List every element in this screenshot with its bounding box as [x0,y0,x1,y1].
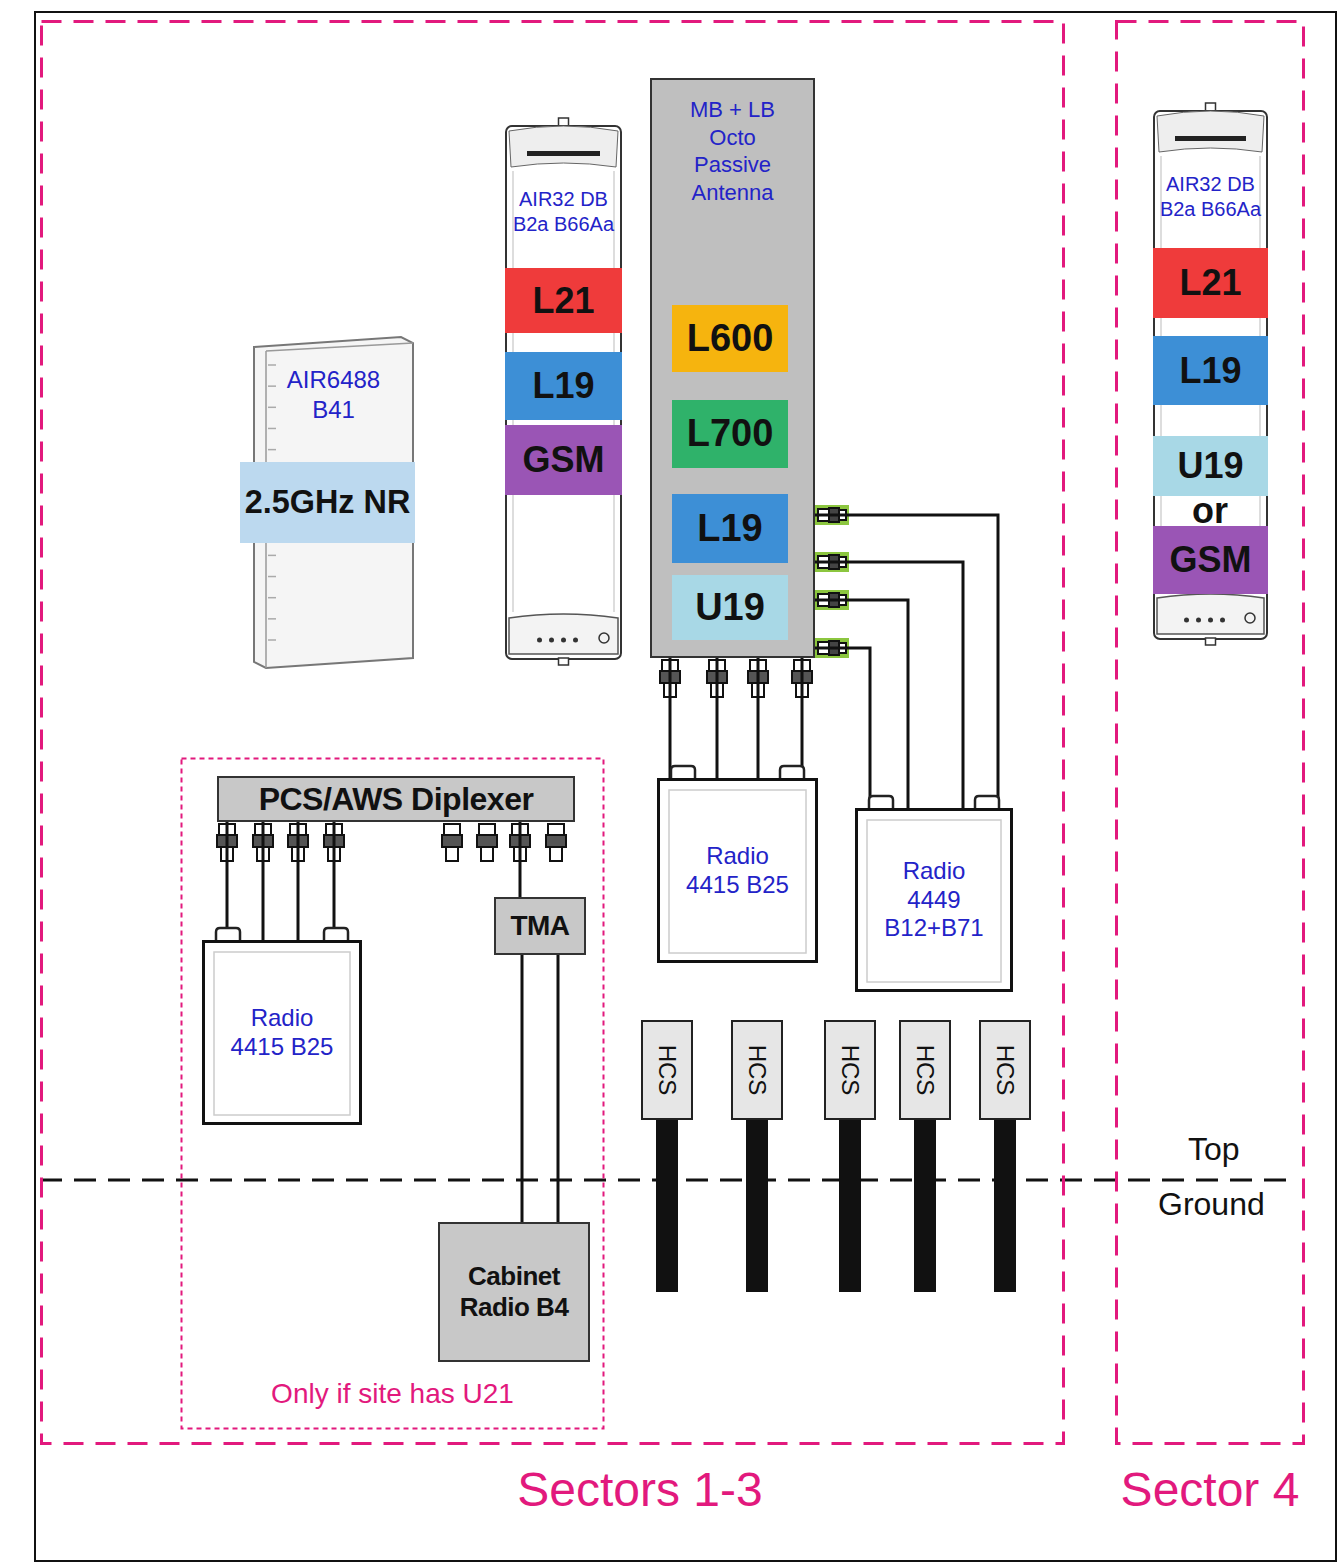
equipment-box-label: Cabinet Radio B4 [446,1261,582,1323]
cable-connector [716,658,719,778]
cable-connector [757,658,760,778]
sector-region-label: Sector 4 [1121,1462,1300,1517]
antenna-panel: AIR6488 B412.5GHz NR [252,335,415,670]
band-segment: L19 [505,352,622,420]
hcs-cable [914,1120,936,1292]
hcs-box: HCS [899,1020,951,1120]
cable-connector [815,600,908,808]
sector-region-label: Sectors 1-3 [517,1462,762,1517]
band-segment: L19 [1153,336,1268,405]
hcs-cable [656,1120,678,1292]
antenna-panel-label: AIR6488 B41 [274,365,394,425]
cable-connector [815,648,870,808]
hcs-box-label: HCS [653,1045,681,1096]
radio-unit: Radio 4449 B12+B71 [855,808,1013,992]
cable-connector [815,562,963,808]
alternative-label: or [1192,496,1228,526]
cable-connector [297,822,300,940]
band-segment: U19 [1153,436,1268,496]
cable-connector [519,822,522,897]
band-segment-label: L21 [1179,265,1241,300]
sector-region: Sectors 1-3AIR6488 B412.5GHz NRAIR32 DB … [40,20,1065,1445]
level-label: Top [1188,1131,1240,1168]
radio-unit: Radio 4415 B25 [657,778,818,963]
hcs-box: HCS [731,1020,783,1120]
hcs-box-label: HCS [911,1045,939,1096]
band-segment: GSM [1153,526,1268,594]
band-segment: L600 [672,305,788,372]
band-segment-label: GSM [522,442,604,477]
band-segment-label: L19 [697,510,762,547]
radio-unit-label: Radio 4449 B12+B71 [878,857,990,943]
hcs-box-label: HCS [836,1045,864,1096]
band-segment-label: L700 [687,415,774,452]
hcs-cable [839,1120,861,1292]
equipment-box: TMA [494,897,586,955]
port-connector [546,824,566,861]
antenna-panel-label: AIR32 DB B2a B66Aa [1156,172,1266,222]
cable-connector [801,658,804,778]
page-border [35,12,1336,1561]
antenna-panel: AIR32 DB B2a B66AaL21L19GSM [505,125,622,660]
hcs-cable [994,1120,1016,1292]
band-segment-label: U19 [1177,448,1243,483]
band-segment: 2.5GHz NR [240,462,415,543]
cable-connector [262,822,265,940]
cable-connector [815,515,998,808]
antenna-panel: AIR32 DB B2a B66AaL21L19U19GSM [1153,110,1268,640]
antenna-panel-label: AIR32 DB B2a B66Aa [509,187,619,237]
equipment-box-label: TMA [510,909,569,943]
port-connector [477,824,497,861]
port-connector [442,824,462,861]
band-segment-label: L19 [1179,353,1241,388]
band-segment-label: GSM [1169,542,1251,577]
antenna-panel: MB + LB Octo Passive AntennaL600L700L19U… [650,78,815,658]
band-segment: U19 [672,575,788,640]
hcs-cable [656,1120,1016,1292]
band-segment-label: U19 [695,589,765,626]
radio-unit-label: Radio 4415 B25 [682,842,794,900]
band-segment: L19 [672,494,788,563]
sector-region: Sector 4AIR32 DB B2a B66AaL21L19U19GSM [1115,20,1305,1445]
hcs-box: HCS [641,1020,693,1120]
band-segment-label: 2.5GHz NR [245,487,411,519]
band-segment: L700 [672,400,788,468]
hcs-box: HCS [824,1020,876,1120]
band-segment: GSM [505,425,622,495]
cable-connector [669,658,672,778]
cable-connector [226,822,229,940]
cable-connector [557,955,560,1222]
radio-unit: Radio 4415 B25 [202,940,362,1125]
band-segment: L21 [1153,248,1268,318]
hcs-box-label: HCS [991,1045,1019,1096]
band-segment-label: L19 [532,368,594,403]
optional-region-label: Only if site has U21 [180,1378,605,1410]
hcs-cable [746,1120,768,1292]
radio-unit-label: Radio 4415 B25 [226,1004,338,1062]
band-segment-label: L21 [532,283,594,318]
cable-connector [333,822,336,940]
hcs-box-label: HCS [743,1045,771,1096]
band-segment-label: L600 [687,320,774,357]
hcs-box: HCS [979,1020,1031,1120]
equipment-box-label: PCS/AWS Diplexer [259,780,534,818]
equipment-box: Cabinet Radio B4 [438,1222,590,1362]
equipment-box: PCS/AWS Diplexer [217,776,575,822]
band-segment: L21 [505,268,622,333]
optional-region: Only if site has U21 PCS/AWS DiplexerRadi… [180,757,605,1430]
antenna-panel-label: MB + LB Octo Passive Antenna [678,96,788,206]
cable-connector [521,955,524,1222]
level-label: Ground [1158,1186,1265,1223]
